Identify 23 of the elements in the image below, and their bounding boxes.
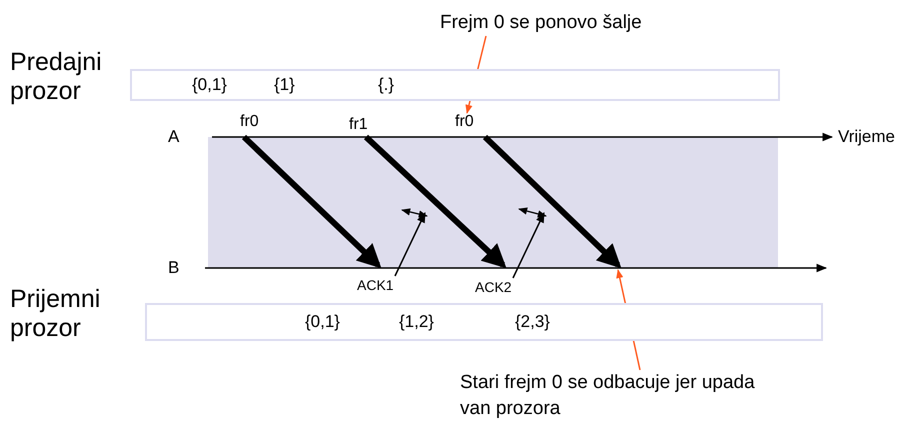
frame-label: ACK2 [475,279,512,296]
frame-arrow [482,134,622,268]
frame-label: fr0 [240,113,259,132]
window-sequence: {1,2} [399,312,434,332]
window-sequence: {0,1} [305,312,340,332]
window-sequence: {0,1} [192,75,227,95]
annotation-text: Stari frejm 0 se odbacuje jer upada van prozora [460,370,780,422]
window-heading: Prijemni prozor [10,285,102,343]
window-sequence: {2,3} [515,312,550,332]
annotation-text: Frejm 0 se ponovo šalje [440,10,730,36]
axis-label: Vrijeme [838,127,895,147]
frame-label: ACK1 [357,277,394,294]
axis-label: B [168,258,180,278]
ack-arrow [394,212,426,276]
window-heading: Predajni prozor [10,48,103,106]
frame-arrow [364,134,506,268]
window-sequence: {1} [274,75,295,95]
ack-arrow [512,212,545,278]
frame-arrow [242,134,382,268]
window-sequence: {.} [378,75,394,95]
frame-label: fr0 [455,113,474,132]
axis-label: A [168,127,180,147]
frame-label: fr1 [349,116,368,134]
